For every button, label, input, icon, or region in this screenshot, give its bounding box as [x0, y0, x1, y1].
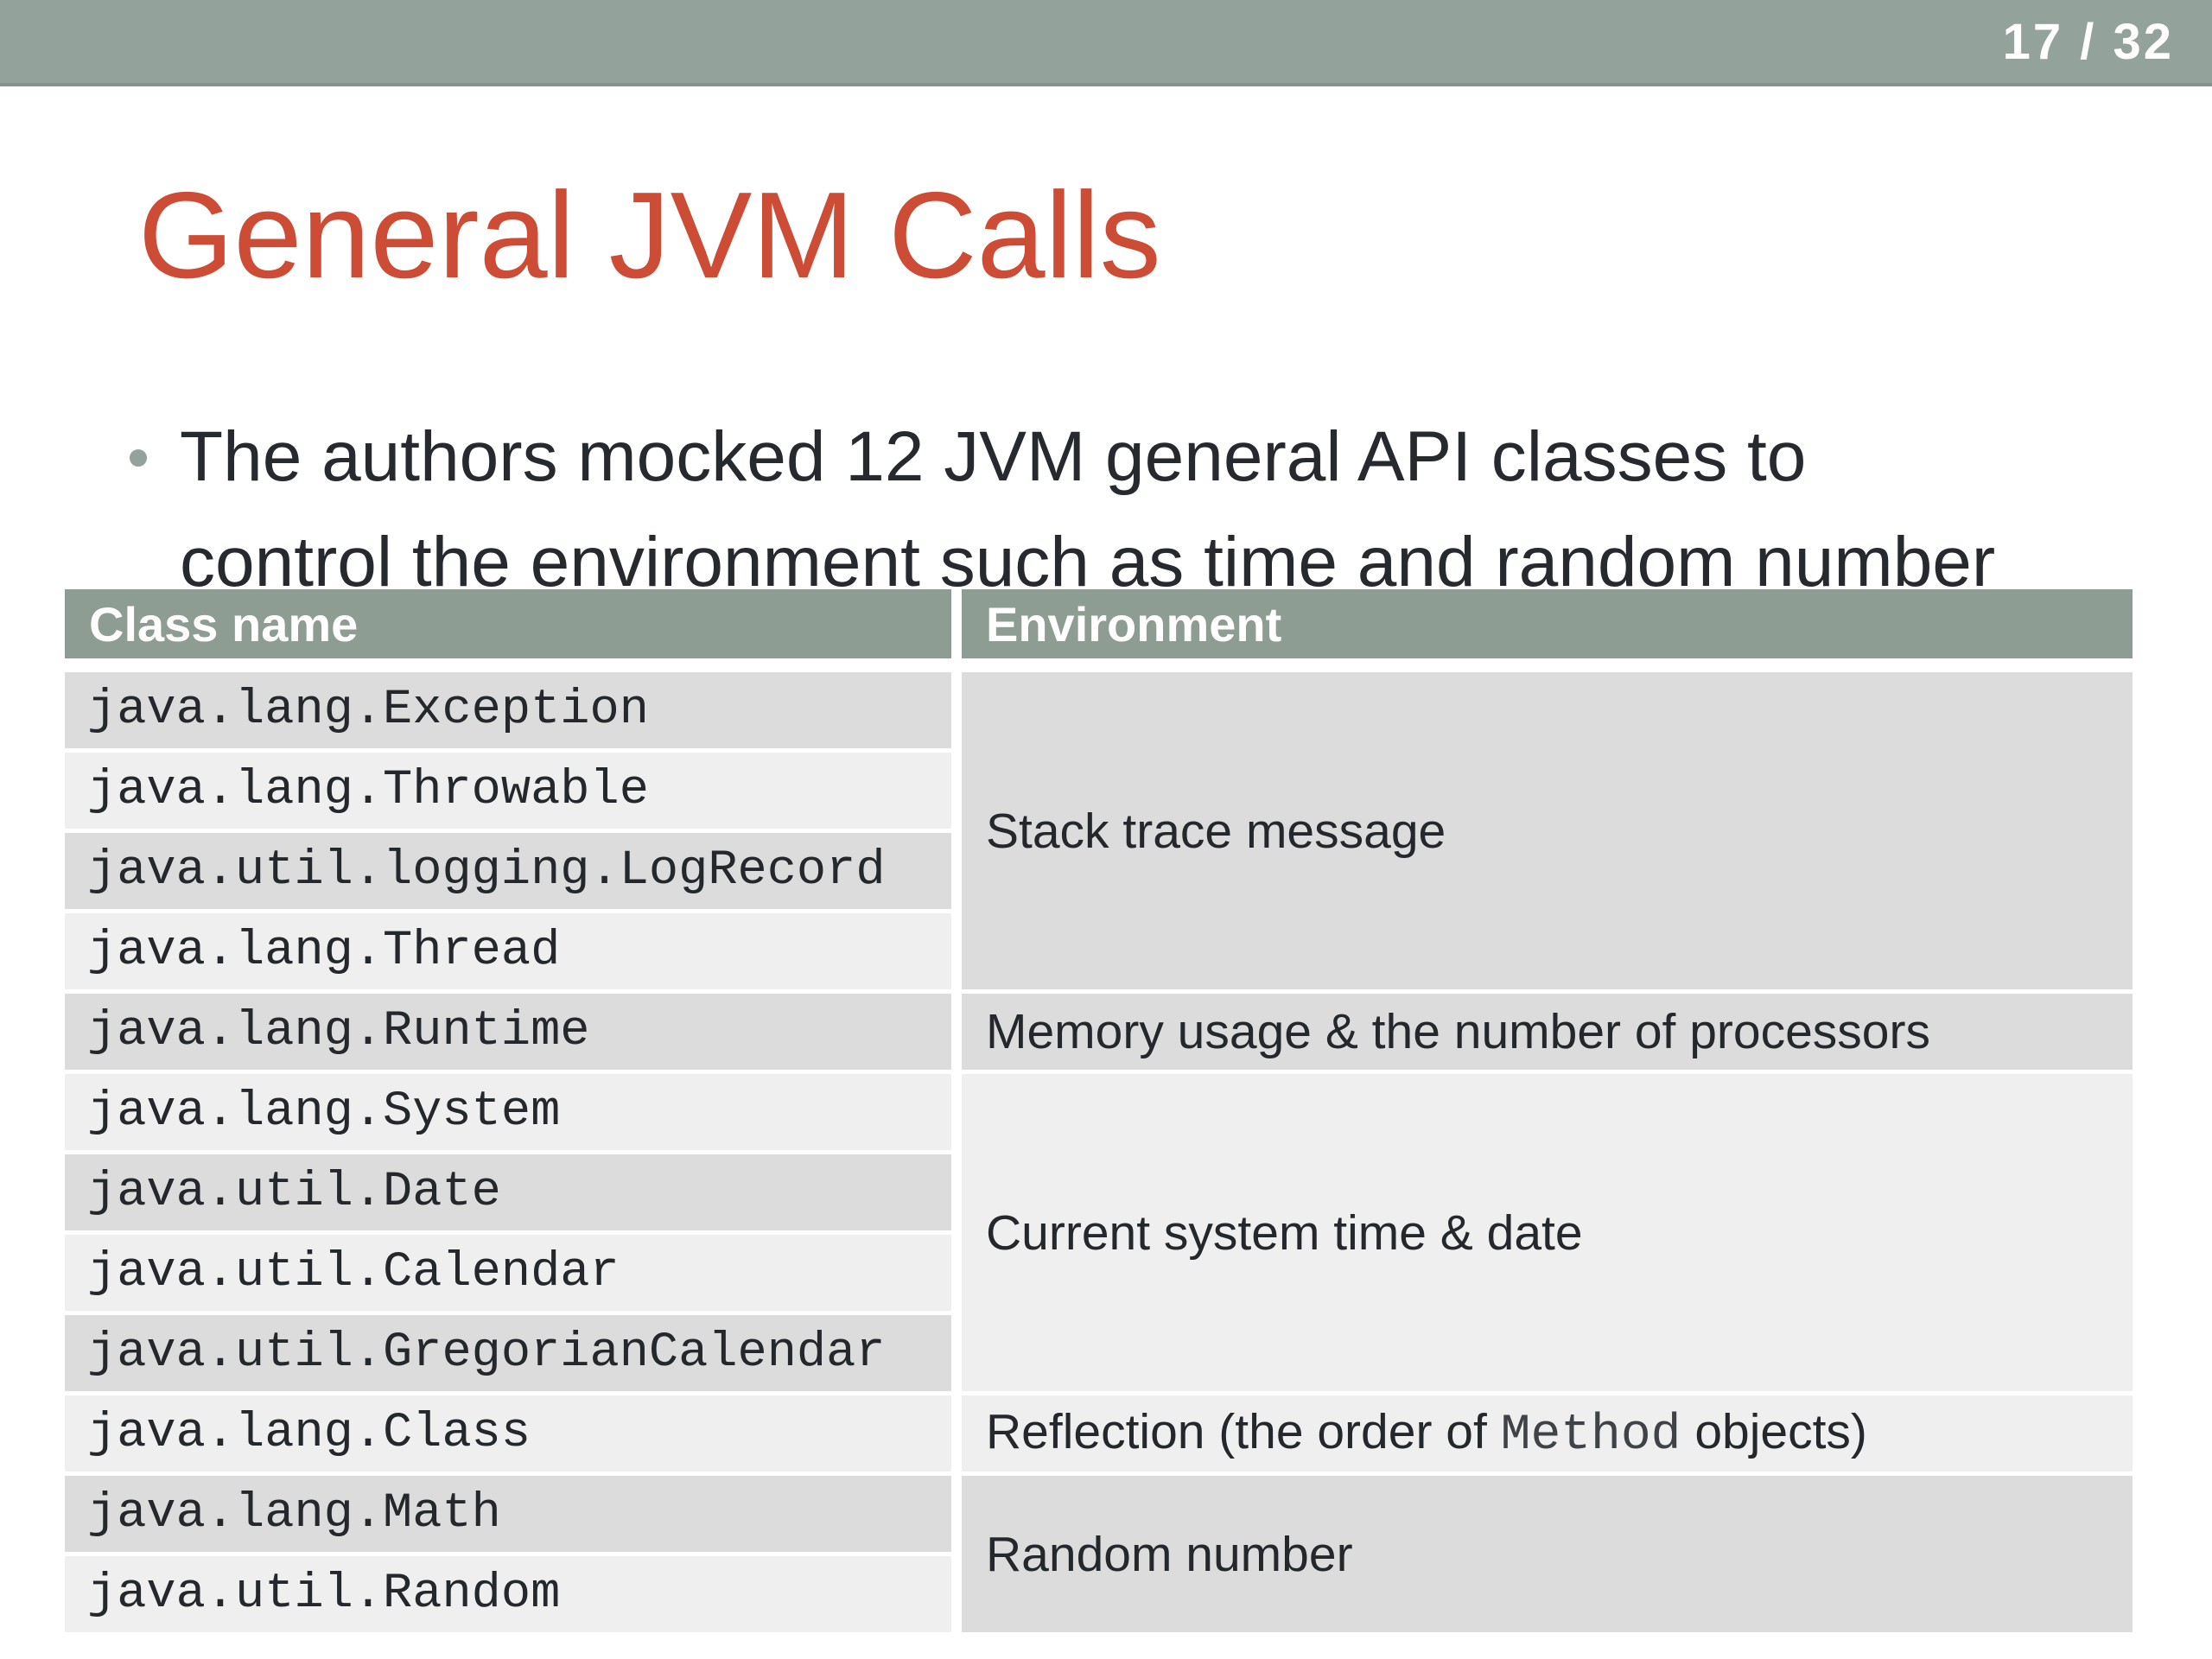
env-reflection-prefix: Reflection (the order of: [986, 1404, 1501, 1459]
env-cell-random: Random number: [957, 1473, 2133, 1637]
class-cell: java.lang.Exception: [65, 665, 962, 753]
class-cell: java.lang.Math: [65, 1473, 962, 1556]
env-reflection-suffix: objects): [1681, 1404, 1867, 1459]
class-cell: java.util.GregorianCalendar: [65, 1313, 962, 1395]
page-number: 17 / 32: [2002, 13, 2174, 70]
env-cell-stack-trace: Stack trace message: [957, 665, 2133, 994]
table-row: java.lang.Exception Stack trace message: [65, 665, 2133, 994]
class-cell: java.lang.Runtime: [65, 991, 962, 1074]
table-row: java.util.GregorianCalendar: [65, 1313, 2133, 1395]
table-row: java.lang.Thread: [65, 911, 2133, 994]
top-bar: 17 / 32: [0, 0, 2212, 86]
env-cell-time: Current system time & date: [957, 1071, 2133, 1395]
bullet-icon: [130, 449, 147, 467]
class-cell: java.util.Calendar: [65, 1232, 962, 1315]
bullet-item: The authors mocked 12 JVM general API cl…: [130, 404, 2184, 615]
class-cell: java.lang.System: [65, 1071, 962, 1154]
page-title: General JVM Calls: [138, 167, 1161, 304]
table-row: java.lang.Class Reflection (the order of…: [65, 1393, 2133, 1476]
table-row: java.util.logging.LogRecord: [65, 830, 2133, 913]
class-cell: java.util.Random: [65, 1554, 962, 1637]
table-row: java.lang.Runtime Memory usage & the num…: [65, 991, 2133, 1074]
env-cell-reflection: Reflection (the order of Method objects): [957, 1393, 2133, 1476]
bullet-text: The authors mocked 12 JVM general API cl…: [180, 417, 1996, 601]
class-cell: java.lang.Thread: [65, 911, 962, 994]
class-cell: java.lang.Throwable: [65, 750, 962, 833]
jvm-calls-table: Class name Environment java.lang.Excepti…: [65, 589, 2133, 1637]
table-row: java.lang.Throwable: [65, 750, 2133, 833]
class-cell: java.util.Date: [65, 1152, 962, 1235]
table-row: java.lang.System Current system time & d…: [65, 1071, 2133, 1395]
table-row: java.util.Date: [65, 1152, 2133, 1235]
class-cell: java.lang.Class: [65, 1393, 962, 1476]
table-header-row: Class name Environment: [65, 589, 2133, 672]
env-reflection-mono: Method: [1500, 1408, 1681, 1464]
table-row: java.lang.Math Random number: [65, 1473, 2133, 1637]
column-header-environment: Environment: [957, 589, 2133, 672]
column-header-class-name: Class name: [65, 589, 962, 672]
class-cell: java.util.logging.LogRecord: [65, 830, 962, 913]
table-row: java.util.Calendar: [65, 1232, 2133, 1315]
table-row: java.util.Random: [65, 1554, 2133, 1637]
env-cell-memory: Memory usage & the number of processors: [957, 991, 2133, 1074]
